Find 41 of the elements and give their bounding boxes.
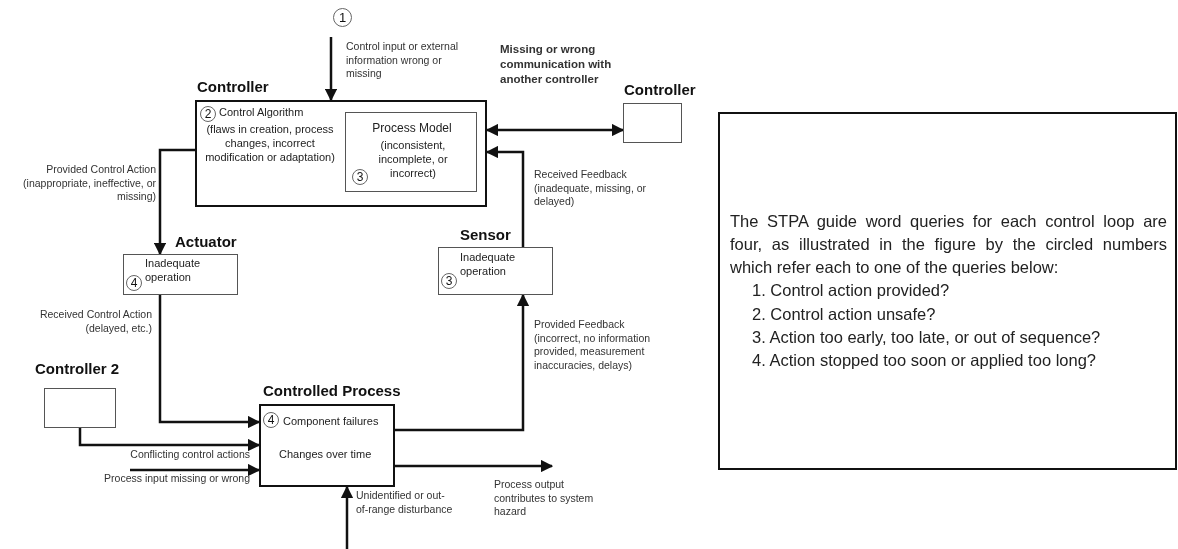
edge-label: Received Feedback (inadequate, missing, or delayed) [534, 168, 648, 209]
box-text: (flaws in creation, process changes, incorrect modification or adaptation) [204, 123, 336, 165]
arrow [130, 463, 261, 477]
arrow [395, 459, 554, 473]
list-item: 2. Control action unsafe? [751, 303, 937, 325]
arrow [153, 148, 195, 256]
box-text: Control Algorithm [219, 106, 305, 120]
box-heading: Actuator [175, 233, 237, 250]
box-heading: Controller [197, 78, 269, 95]
box-text: Process Model [371, 121, 453, 136]
box-text: Inadequate operation [460, 251, 517, 279]
text-panel [718, 112, 1177, 470]
box-text: Changes over time [279, 448, 373, 462]
arrow [324, 37, 338, 102]
edge-label: Conflicting control actions [129, 448, 250, 462]
arrow [78, 428, 261, 452]
box-heading: Sensor [460, 226, 511, 243]
list-item: 4. Action stopped too soon or applied too long? [751, 349, 1097, 371]
box-text: (inconsistent, incomplete, or incorrect) [377, 139, 449, 181]
box-text: Inadequate operation [145, 257, 202, 285]
list-item: 1. Control action provided? [751, 280, 951, 302]
paragraph: The STPA guide word queries for each control loop are four, as illustrated in the figure by the circled numbers which refer each to one of the queries below: [730, 211, 1167, 279]
circled-number: 3 [352, 169, 368, 185]
arrow [340, 485, 354, 549]
circled-number: 1 [333, 8, 352, 27]
arrow [158, 295, 261, 429]
process-box [345, 112, 477, 192]
edge-label: Provided Control Action (inappropriate, ineffective, or missing) [22, 163, 156, 204]
edge-label: Control input or external information wrong or missing [346, 40, 460, 81]
box-text: Component failures [283, 415, 380, 429]
box-heading: Controller 2 [35, 360, 120, 377]
edge-label: Unidentified or out-of-range disturbance [356, 489, 454, 517]
edge-label: Process output contributes to system hazard [494, 478, 595, 519]
box-heading: Controller [624, 81, 696, 98]
box-heading: Controlled Process [263, 382, 401, 399]
edge-label: Provided Feedback (incorrect, no information provided, measurement inaccuracies, delays) [534, 318, 652, 373]
edge-label: Received Control Action (delayed, etc.) [38, 308, 152, 336]
arrow [395, 293, 530, 432]
edge-label: Missing or wrong communication with another controller [500, 42, 613, 87]
edge-label: Process input missing or wrong [103, 472, 250, 486]
list-item: 3. Action too early, too late, or out of sequence? [751, 326, 1102, 348]
